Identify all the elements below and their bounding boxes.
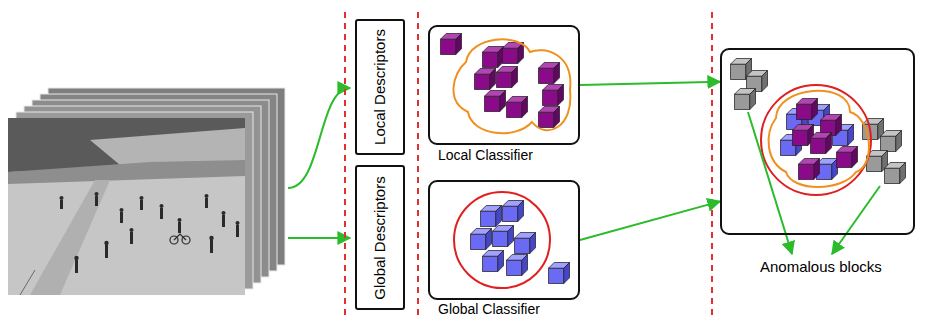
result-cubes — [730, 58, 905, 195]
flow-arrow — [580, 201, 720, 240]
descriptor-label: Global Descriptors — [371, 176, 388, 299]
video-frames — [8, 88, 285, 295]
classifier-box: Local Classifier — [428, 25, 580, 145]
result-box: Anomalous blocks — [720, 48, 915, 235]
descriptor-box: Local Descriptors — [355, 19, 405, 155]
box-caption: Local Classifier — [438, 147, 533, 163]
input-arrows — [288, 88, 350, 238]
box-caption: Anomalous blocks — [760, 258, 882, 275]
leader-arrows — [748, 112, 880, 254]
separator-lines — [345, 12, 712, 318]
classifier-box: Global Classifier — [428, 180, 580, 300]
crowd-scene — [8, 118, 245, 295]
box-caption: Global Classifier — [438, 301, 540, 317]
flow-arrow — [580, 82, 720, 85]
descriptor-label: Local Descriptors — [371, 29, 388, 145]
descriptor-box: Global Descriptors — [355, 165, 405, 310]
global-cubes — [454, 192, 570, 288]
local-cubes — [440, 33, 570, 133]
